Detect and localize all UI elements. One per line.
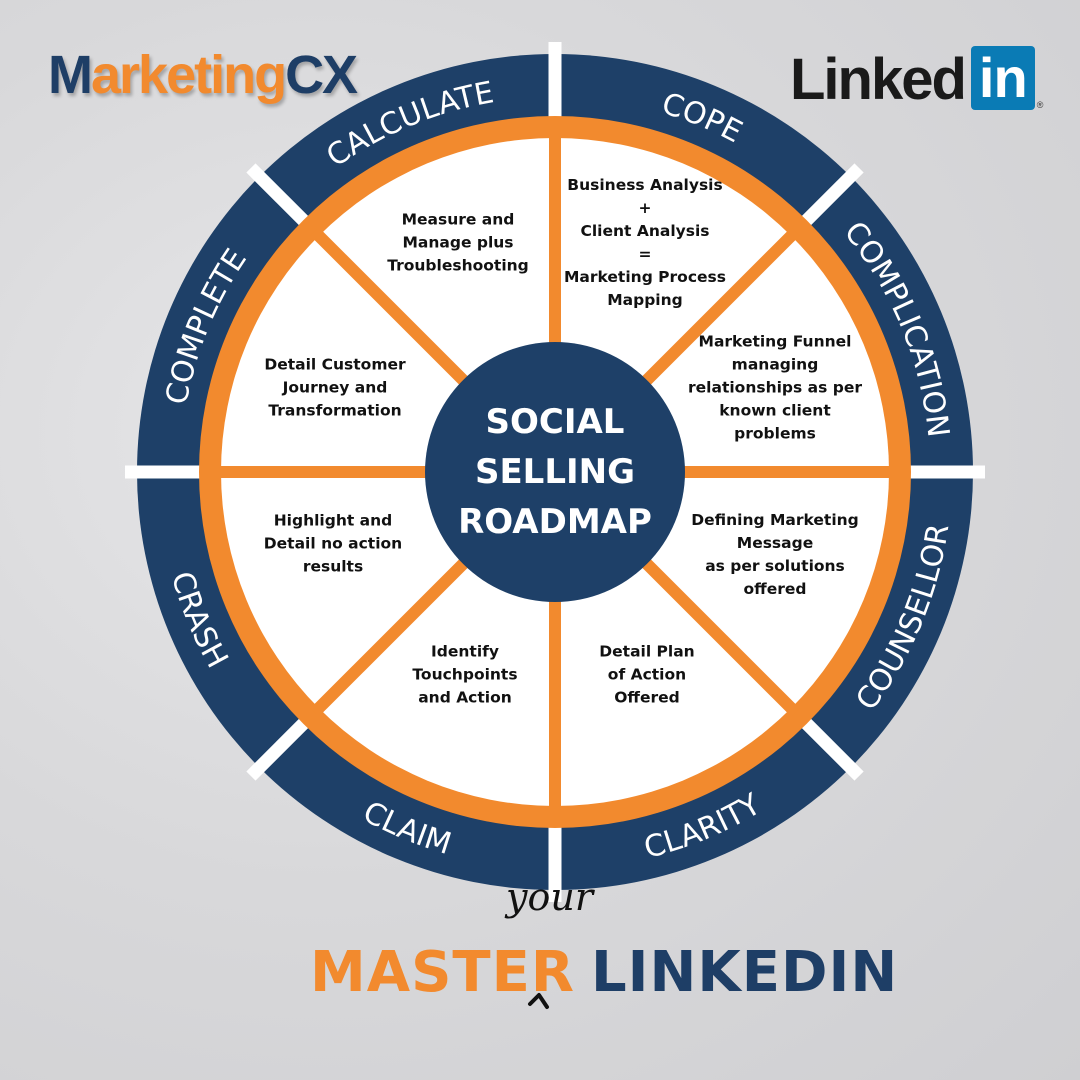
- segment-text-cope: Business Analysis + Client Analysis = Ma…: [564, 176, 726, 309]
- segment-text-calculate: Measure and Manage plus Troubleshooting: [387, 210, 529, 275]
- marketingcx-logo: MarketingCX: [48, 45, 358, 105]
- caret-mark: [528, 993, 549, 1009]
- segment-text-complication: Marketing Funnel managing relationships …: [688, 332, 862, 443]
- segment-text-claim: Identify Touchpoints and Action: [412, 642, 518, 707]
- center-title: SOCIAL SELLING ROADMAP: [458, 402, 652, 542]
- segment-text-clarity: Detail Plan of Action Offered: [599, 642, 695, 707]
- segment-text-counsellor: Defining Marketing Message as per soluti…: [691, 511, 859, 598]
- segment-text-crash: Highlight and Detail no action results: [263, 511, 403, 576]
- segment-text-complete: Detail Customer Journey and Transformati…: [264, 355, 406, 420]
- center-circle: [425, 342, 685, 602]
- your-script-text: your: [506, 875, 593, 919]
